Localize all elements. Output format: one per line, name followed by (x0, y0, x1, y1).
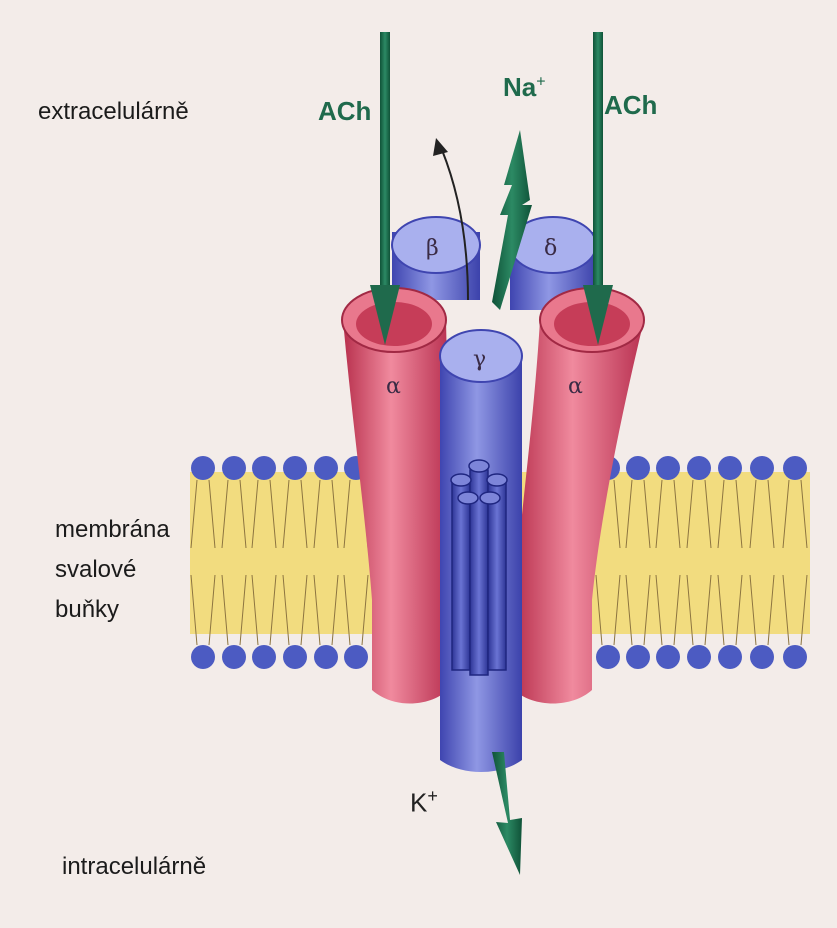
lipid-head (252, 645, 276, 669)
alpha-right-label: α (568, 374, 583, 399)
lipid-head (191, 456, 215, 480)
membrane-label-line2: svalové (55, 558, 136, 582)
ach-right-label: ACh (604, 90, 657, 121)
lipid-head (783, 645, 807, 669)
lipid-head (344, 645, 368, 669)
lipid-head (750, 645, 774, 669)
lipid-head (783, 456, 807, 480)
lipid-head (596, 645, 620, 669)
delta-label: δ (544, 236, 557, 261)
lipid-head (626, 645, 650, 669)
lipid-head (222, 645, 246, 669)
lipid-head (314, 456, 338, 480)
lipid-head (750, 456, 774, 480)
lipid-head (191, 645, 215, 669)
na-label-sup: + (536, 73, 545, 90)
ach-left-arrow (370, 32, 400, 345)
alpha-left-label: α (386, 374, 401, 399)
ach-right-arrow (583, 32, 613, 345)
na-label: Na+ (503, 72, 546, 103)
k-label-sup: + (427, 786, 438, 806)
lipid-head (252, 456, 276, 480)
lipid-head (718, 645, 742, 669)
intracellular-label: intracelulárně (62, 855, 206, 879)
lipid-head (283, 456, 307, 480)
lipid-head (314, 645, 338, 669)
membrane-label-line1: membrána (55, 518, 170, 542)
na-label-text: Na (503, 72, 536, 102)
pore-bundle (451, 460, 507, 675)
lipid-head (656, 456, 680, 480)
membrane-label-line3: buňky (55, 598, 119, 622)
extracellular-label: extracelulárně (38, 100, 189, 124)
lipid-head (656, 645, 680, 669)
ion-path-arrowhead (433, 138, 448, 156)
gamma-label: γ (473, 347, 486, 372)
k-label-text: K (410, 788, 427, 818)
lipid-head (626, 456, 650, 480)
beta-label: β (426, 236, 439, 261)
k-arrow (492, 752, 522, 875)
lipid-head (687, 645, 711, 669)
lipid-head (283, 645, 307, 669)
ach-left-label: ACh (318, 96, 371, 127)
lipid-head (718, 456, 742, 480)
lipid-head (222, 456, 246, 480)
k-label: K+ (410, 786, 438, 819)
lipid-head (687, 456, 711, 480)
